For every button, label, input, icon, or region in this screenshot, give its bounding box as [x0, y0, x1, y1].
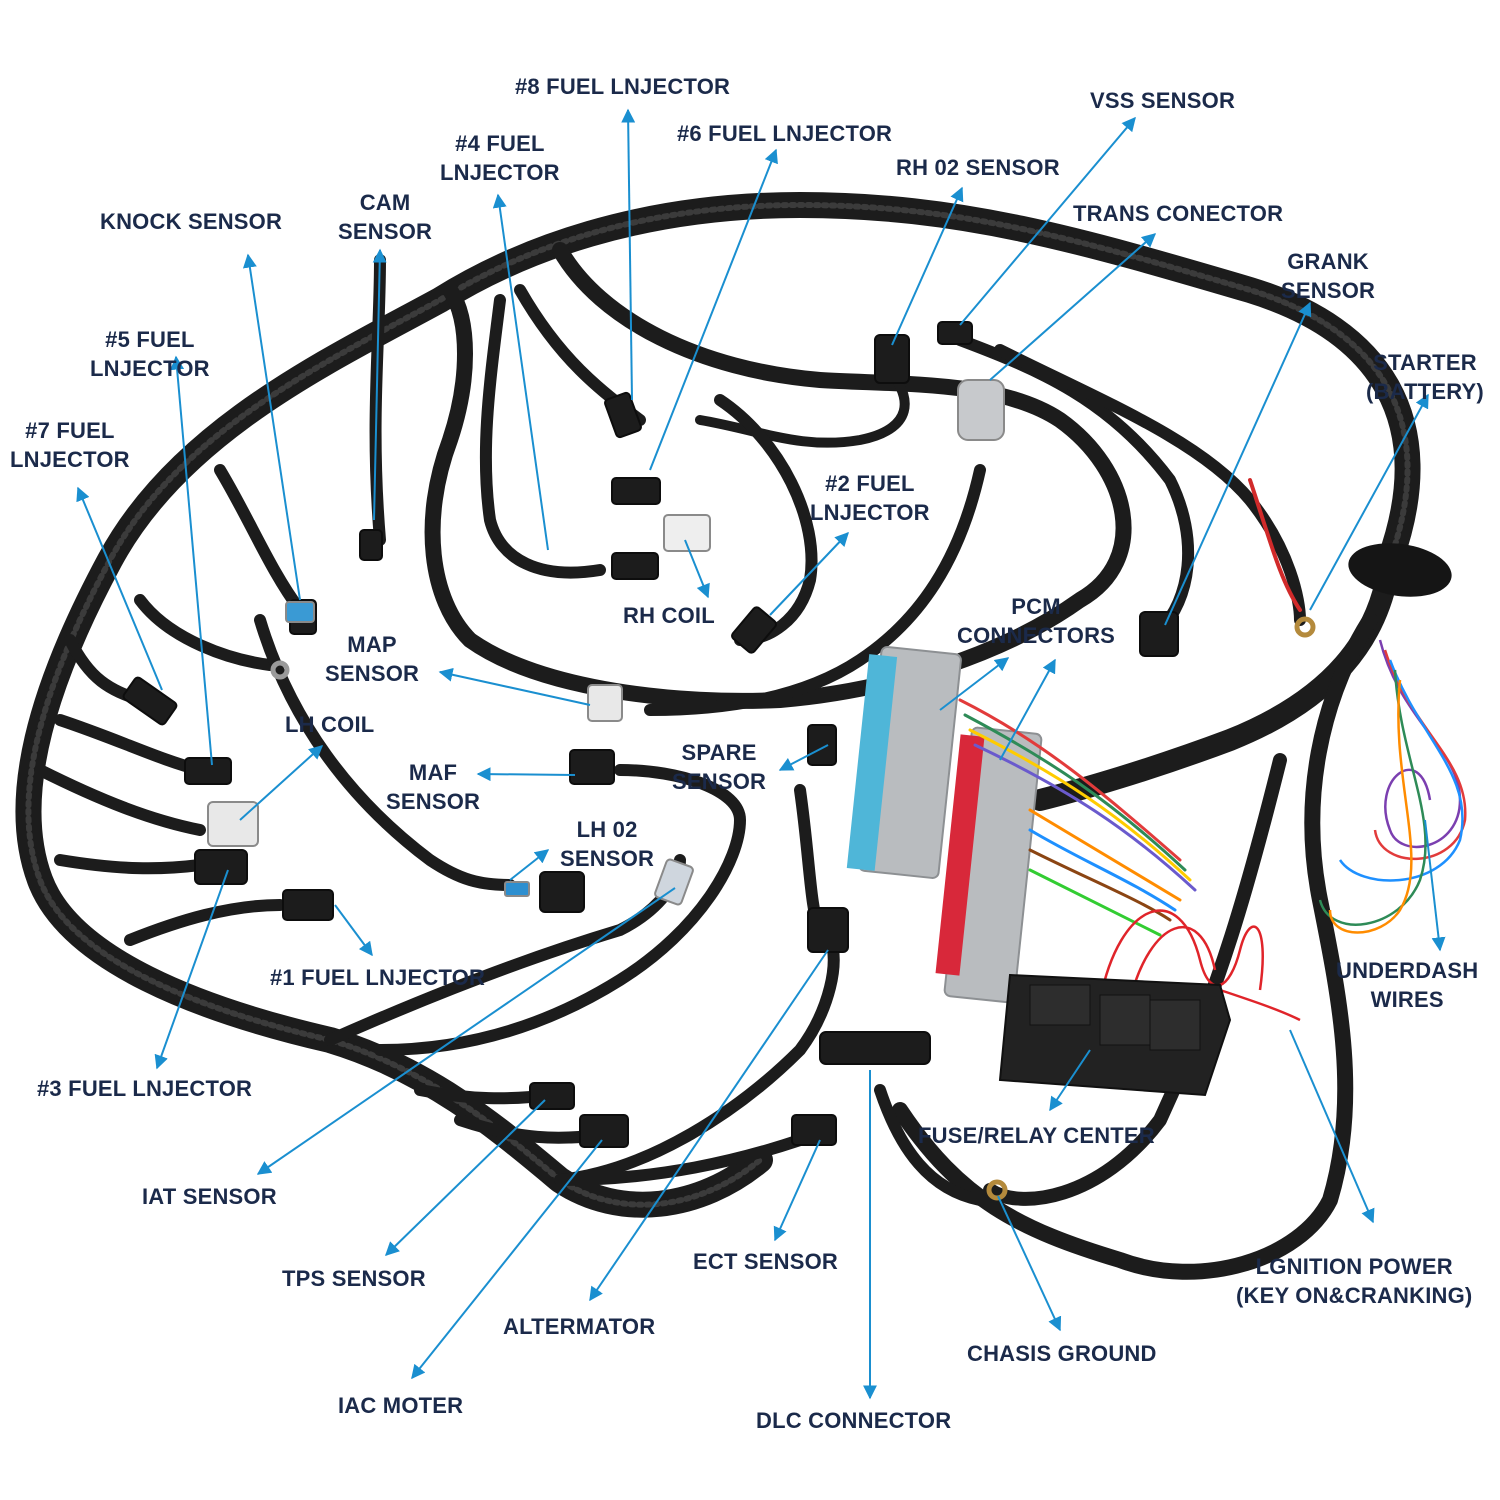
label-ect-sensor: ECT SENSOR [693, 1249, 839, 1274]
label-trans-connector: TRANS CONECTOR [1073, 201, 1284, 226]
iat-plug [654, 858, 694, 906]
label-chassis-ground: CHASIS GROUND [967, 1341, 1157, 1366]
label-rh-o2-sensor: RH 02 SENSOR [896, 155, 1060, 180]
label-fuel-injector-8: #8 FUEL LNJECTOR [515, 74, 731, 99]
rh-o2-connector [937, 321, 973, 345]
lh-o2-connector [539, 871, 585, 913]
label-fuel-injector-3: #3 FUEL LNJECTOR [37, 1076, 253, 1101]
trans-connector-plug [957, 379, 1005, 441]
knock-blue-band [285, 601, 315, 623]
cam-connector [359, 529, 383, 561]
maf-connector [569, 749, 615, 785]
red-power-wires [1098, 909, 1301, 1022]
rh-coil-connector [611, 552, 659, 580]
label-dlc-connector: DLC CONNECTOR [756, 1408, 952, 1433]
label-lh-coil: LH COIL [285, 712, 375, 737]
map-sensor-plug [587, 684, 623, 722]
dlc-connector-plug [819, 1031, 931, 1065]
label-iac-motor: IAC MOTER [338, 1393, 464, 1418]
label-fuel-injector-1: #1 FUEL LNJECTOR [270, 965, 486, 990]
ring-terminals [270, 616, 1316, 1201]
underdash-wire-coils [1318, 639, 1467, 934]
pcm-connector-bodies [846, 646, 1043, 1004]
label-ignition-power: LGNITION POWER(KEY ON&CRANKING) [1236, 1254, 1473, 1308]
iac-connector [579, 1114, 629, 1148]
vss-connector [874, 334, 910, 384]
fuse-relay-center-body [998, 973, 1232, 1097]
pcm-wire-bundle [958, 698, 1197, 937]
ect-connector [807, 907, 849, 953]
crank-connector [1139, 611, 1179, 657]
tps-connector [529, 1082, 575, 1110]
spare-connector [807, 724, 837, 766]
label-knock-sensor: KNOCK SENSOR [100, 209, 283, 234]
rh-coil-plug [663, 514, 711, 552]
firewall-grommet [1348, 543, 1452, 597]
label-pointer-lines [76, 108, 1446, 1400]
connector-plugs [122, 321, 1179, 1148]
lh-coil-plug [207, 801, 259, 847]
injector-5-connector [184, 757, 232, 785]
injector-1-connector [282, 889, 334, 921]
injector-3-connector [194, 849, 248, 885]
label-alternator: ALTERMATOR [503, 1314, 656, 1339]
label-fuel-injector-6: #6 FUEL LNJECTOR [677, 121, 893, 146]
label-iat-sensor: IAT SENSOR [142, 1184, 277, 1209]
injector-7-connector [122, 676, 178, 726]
injector-6-connector [604, 391, 642, 439]
alternator-connector [791, 1114, 837, 1146]
label-vss-sensor: VSS SENSOR [1090, 88, 1236, 113]
label-tps-sensor: TPS SENSOR [282, 1266, 426, 1291]
light-connectors [207, 379, 1005, 906]
label-fuse-relay-center: FUSE/RELAY CENTER [918, 1123, 1155, 1148]
injector-2-connector [731, 606, 777, 654]
lh-o2-blue-band [504, 881, 530, 897]
label-rh-coil: RH COIL [623, 603, 715, 628]
label-starter-battery: STARTER(BATTERY) [1366, 350, 1484, 404]
injector-8-connector [611, 477, 661, 505]
